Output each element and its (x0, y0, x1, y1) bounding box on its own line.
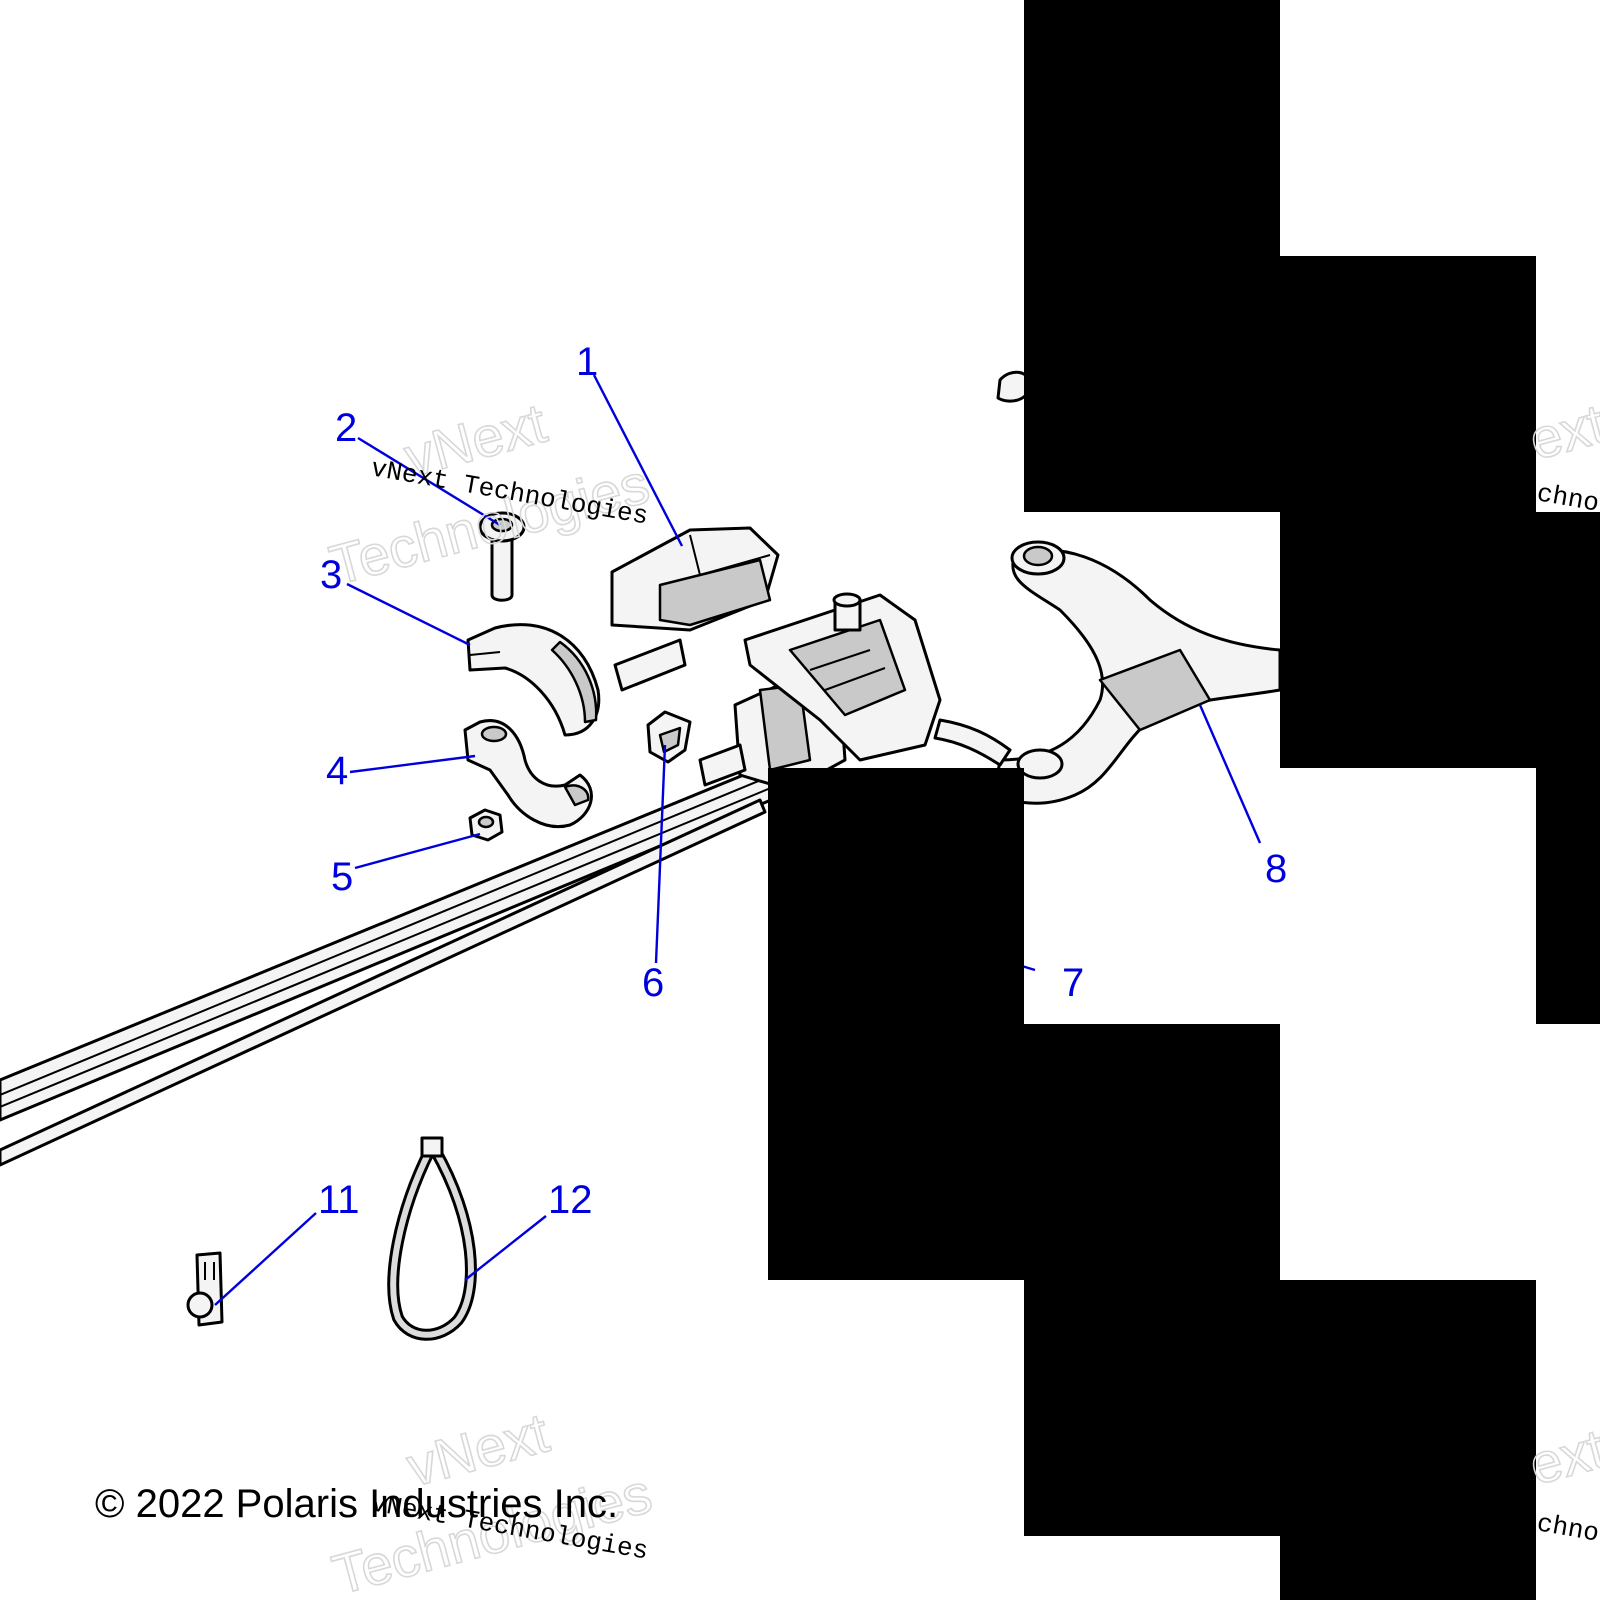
redaction-block (1024, 1024, 1280, 1536)
fastener-part-11 (186, 1251, 224, 1327)
callout-8: 8 (1265, 847, 1287, 891)
upper-clamp-part-3 (466, 623, 601, 737)
copyright-notice: © 2022 Polaris Industries Inc. (95, 1482, 619, 1526)
callout-11: 11 (318, 1178, 360, 1222)
redaction-block (1280, 1280, 1536, 1600)
redaction-block (768, 768, 1024, 1280)
callout-3: 3 (320, 553, 342, 597)
callout-5: 5 (331, 855, 353, 899)
redaction-block (1280, 256, 1536, 768)
redaction-block (1536, 512, 1600, 1024)
nut-part-5 (468, 808, 504, 842)
leader-lines (214, 374, 1262, 1306)
redaction-block (1024, 0, 1280, 512)
callout-7: 7 (1062, 961, 1084, 1005)
watermark-fragment-chno-bottom: chno (1535, 1508, 1600, 1548)
callout-6: 6 (642, 961, 664, 1005)
cable-tie-part-12 (387, 1136, 477, 1341)
redaction-blocks (768, 0, 1600, 1600)
callout-4: 4 (326, 749, 348, 793)
cable-bundle (0, 758, 797, 1167)
lever-arm (933, 370, 1282, 805)
callout-12: 12 (548, 1178, 593, 1222)
clip-part-6 (646, 710, 692, 764)
cover-part-1 (610, 526, 780, 692)
lower-clamp-part-4 (463, 719, 593, 828)
control-housing (698, 592, 942, 792)
callout-1: 1 (576, 340, 598, 384)
callout-numbers: 1 2 3 4 5 6 7 8 11 12 (318, 340, 1287, 1222)
callout-2: 2 (335, 406, 357, 450)
